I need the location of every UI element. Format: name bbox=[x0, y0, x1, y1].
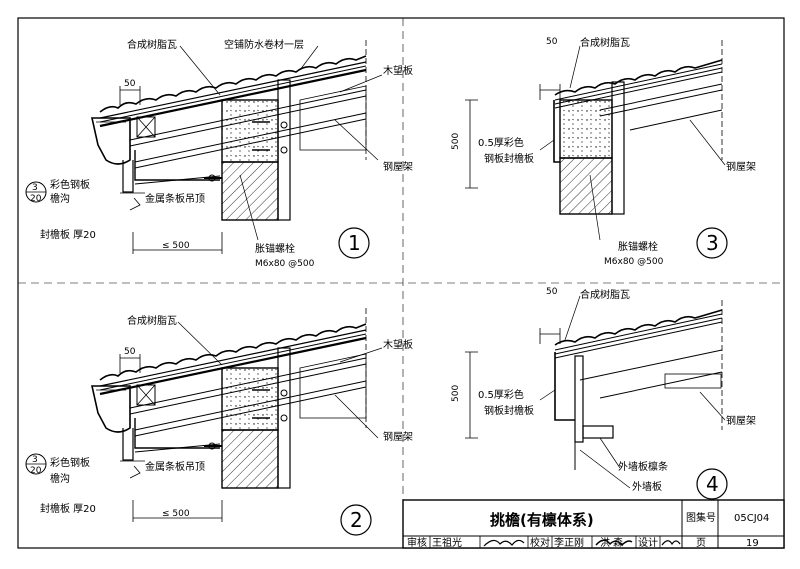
d3-fascia-line1: 0.5厚彩色 bbox=[478, 136, 524, 149]
check-label: 校对 bbox=[530, 536, 550, 549]
sheet-title: 挑檐(有檩体系) bbox=[490, 511, 594, 529]
title-block: 挑檐(有檩体系) 图集号 05CJ04 审核 王祖光 校对 李正刚 设计 洪 森… bbox=[402, 499, 785, 549]
d4-wall-panel-label: 外墙板 bbox=[632, 480, 662, 493]
design-label: 设计 bbox=[638, 536, 658, 549]
d1-steel-truss-label: 钢屋架 bbox=[383, 160, 413, 173]
d3-anchor-spec: M6x80 @500 bbox=[604, 257, 664, 267]
reviewer-name: 王祖光 bbox=[432, 536, 462, 549]
detail-4-number: 4 bbox=[706, 472, 719, 496]
d3-anchor-label: 胀锚螺栓 bbox=[618, 240, 658, 253]
d1-wood-strip-label: 木望板 bbox=[383, 64, 413, 77]
detail-4-number-circle bbox=[696, 468, 728, 500]
d4-fascia-line2: 钢板封檐板 bbox=[484, 404, 534, 417]
d3-dim-500: 500 bbox=[451, 133, 461, 150]
detail-3: 50 合成树脂瓦 500 0.5厚彩色 钢板封檐板 钢屋架 胀锚螺栓 M6x80… bbox=[451, 36, 756, 267]
checker-name: 李正刚 bbox=[554, 536, 584, 549]
detail-3-number: 3 bbox=[706, 231, 719, 255]
d3-fascia-line2: 钢板封檐板 bbox=[484, 152, 534, 165]
detail-1-number: 1 bbox=[348, 231, 361, 255]
checker-signature bbox=[595, 539, 633, 547]
d1-membrane-label: 空铺防水卷材一层 bbox=[224, 38, 304, 51]
d1-ref-sheet: 20 bbox=[30, 194, 42, 204]
d4-steel-truss-label: 钢屋架 bbox=[726, 414, 756, 427]
d2-dim-50: 50 bbox=[124, 347, 136, 357]
d2-tile-label: 合成树脂瓦 bbox=[127, 314, 177, 327]
d2-fascia-label: 封檐板 厚20 bbox=[40, 502, 96, 515]
detail-1-number-circle bbox=[338, 227, 370, 259]
d1-ref-num: 3 bbox=[32, 183, 38, 193]
detail-1: 合成树脂瓦 空铺防水卷材一层 木望板 钢屋架 50 3 20 彩色钢板 檐沟 金… bbox=[25, 38, 413, 269]
d1-dim-500: ≤ 500 bbox=[162, 241, 190, 251]
d3-tile-label: 合成树脂瓦 bbox=[580, 36, 630, 49]
atlas-no-label: 图集号 bbox=[686, 511, 716, 524]
page-number: 19 bbox=[746, 538, 759, 549]
detail-3-number-circle bbox=[696, 227, 728, 259]
d2-ref-sheet: 20 bbox=[30, 466, 42, 476]
d2-ref-num: 3 bbox=[32, 455, 38, 465]
d4-tile-label: 合成树脂瓦 bbox=[580, 288, 630, 301]
d2-dim-500: ≤ 500 bbox=[162, 509, 190, 519]
d1-tile-label: 合成树脂瓦 bbox=[127, 38, 177, 51]
d1-dim-50: 50 bbox=[124, 79, 136, 89]
page-label: 页 bbox=[696, 537, 706, 549]
d4-dim-500: 500 bbox=[451, 385, 461, 402]
designer-signature bbox=[661, 540, 681, 546]
d2-wood-strip-label: 木望板 bbox=[383, 338, 413, 351]
detail-2: 合成树脂瓦 木望板 钢屋架 50 3 20 彩色钢板 檐沟 金属条板吊顶 封檐板… bbox=[25, 306, 413, 536]
d1-soffit-label: 金属条板吊顶 bbox=[145, 192, 205, 205]
designer-name: 洪 森 bbox=[600, 536, 623, 549]
d4-fascia-line1: 0.5厚彩色 bbox=[478, 388, 524, 401]
d2-gutter-line1: 彩色钢板 bbox=[50, 456, 90, 469]
d1-gutter-line1: 彩色钢板 bbox=[50, 178, 90, 191]
reviewer-signature bbox=[483, 539, 525, 547]
d2-steel-truss-label: 钢屋架 bbox=[383, 430, 413, 443]
detail-2-number: 2 bbox=[350, 508, 363, 532]
detail-2-number-circle bbox=[340, 504, 372, 536]
d2-gutter-line2: 檐沟 bbox=[50, 472, 70, 485]
d1-anchor-spec: M6x80 @500 bbox=[255, 259, 315, 269]
d3-steel-truss-label: 钢屋架 bbox=[726, 160, 756, 173]
d1-gutter-line2: 檐沟 bbox=[50, 192, 70, 205]
d4-dim-50: 50 bbox=[546, 287, 558, 297]
d4-purlin-label: 外墙板檩条 bbox=[618, 460, 668, 473]
d1-fascia-label: 封檐板 厚20 bbox=[40, 228, 96, 241]
review-label: 审核 bbox=[407, 536, 427, 549]
d1-anchor-label: 胀锚螺栓 bbox=[255, 242, 295, 255]
d3-dim-50: 50 bbox=[546, 37, 558, 47]
atlas-no: 05CJ04 bbox=[734, 513, 769, 524]
detail-4: 50 合成树脂瓦 500 0.5厚彩色 钢板封檐板 钢屋架 外墙板檩条 外墙板 … bbox=[451, 287, 756, 500]
d2-soffit-label: 金属条板吊顶 bbox=[145, 460, 205, 473]
